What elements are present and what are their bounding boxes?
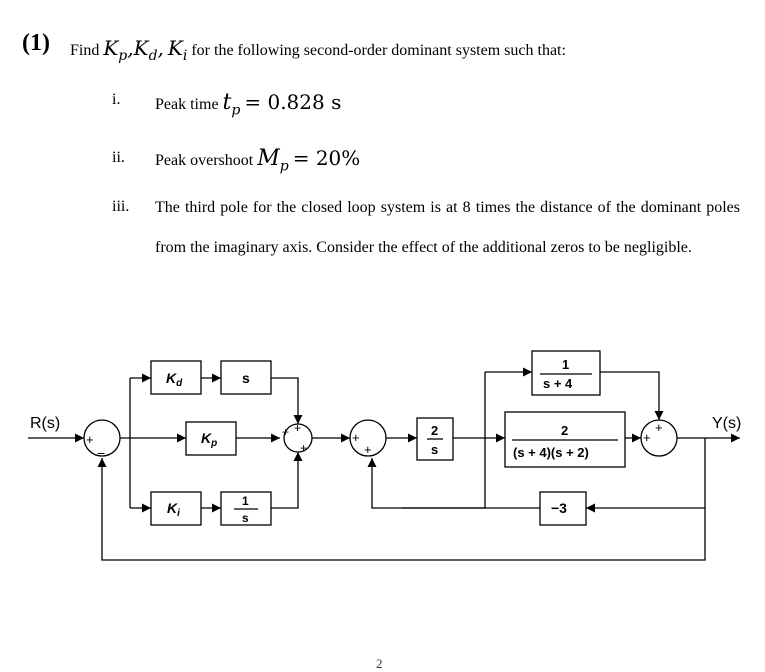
sum1-plus: + — [86, 432, 94, 447]
top-den: s + 4 — [543, 376, 573, 391]
kd-label: Kd — [166, 370, 183, 389]
plant1-num: 2 — [431, 423, 438, 438]
feedback-gain-label: −3 — [551, 500, 567, 516]
plant1-den: s — [431, 442, 438, 457]
top-transfer-block — [531, 350, 601, 396]
integrator-num: 1 — [242, 494, 249, 508]
inner-feedback-line — [367, 458, 540, 509]
top-num: 1 — [562, 357, 569, 372]
intro-suffix: for the following second-order dominant … — [191, 42, 566, 59]
outer-feedback-line — [97, 458, 706, 561]
plant-2-over-s-block — [416, 417, 454, 461]
sum1-minus: − — [97, 445, 105, 461]
gain-ki: Ki — [167, 36, 188, 64]
question-intro: Find Kp,Kd, Ki for the following second-… — [70, 36, 566, 64]
integrator-den: s — [242, 511, 249, 525]
sum2-plus-bottom: + — [300, 441, 307, 455]
s-label: s — [242, 370, 250, 386]
intro-prefix: Find — [70, 42, 100, 59]
block-diagram: R(s) Y(s) + − + + + + + + + Kd s Kp Ki 1… — [28, 350, 741, 561]
question-number: (1) — [22, 30, 50, 56]
output-label: Y(s) — [712, 415, 741, 432]
gain-kd: Kd, — [133, 36, 164, 64]
page-number: 2 — [376, 656, 383, 671]
gain-kp: Kp, — [103, 36, 134, 64]
sum2-plus-left: + — [282, 425, 289, 439]
ki-label: Ki — [167, 500, 180, 519]
sum3-plus-bottom: + — [364, 442, 372, 457]
input-label: R(s) — [30, 415, 60, 432]
sum4-plus-left: + — [643, 430, 651, 445]
sum4-plus-top: + — [655, 420, 663, 435]
condition-third-pole: The third pole for the closed loop syste… — [155, 199, 740, 256]
mid-num: 2 — [561, 423, 568, 438]
mid-transfer-block — [504, 411, 626, 468]
condition-marker-iii: iii. — [112, 198, 130, 215]
sum3-plus-left: + — [352, 430, 360, 445]
condition-marker-ii: ii. — [112, 149, 125, 166]
mid-den: (s + 4)(s + 2) — [513, 445, 589, 460]
condition-marker-i: i. — [112, 91, 121, 108]
condition-peak-time: Peak time tp = 0.828 s — [155, 90, 342, 119]
condition-peak-overshoot: Peak overshoot Mp = 20% — [155, 146, 361, 175]
sum2-plus-top: + — [294, 421, 301, 435]
kp-label: Kp — [201, 430, 217, 449]
